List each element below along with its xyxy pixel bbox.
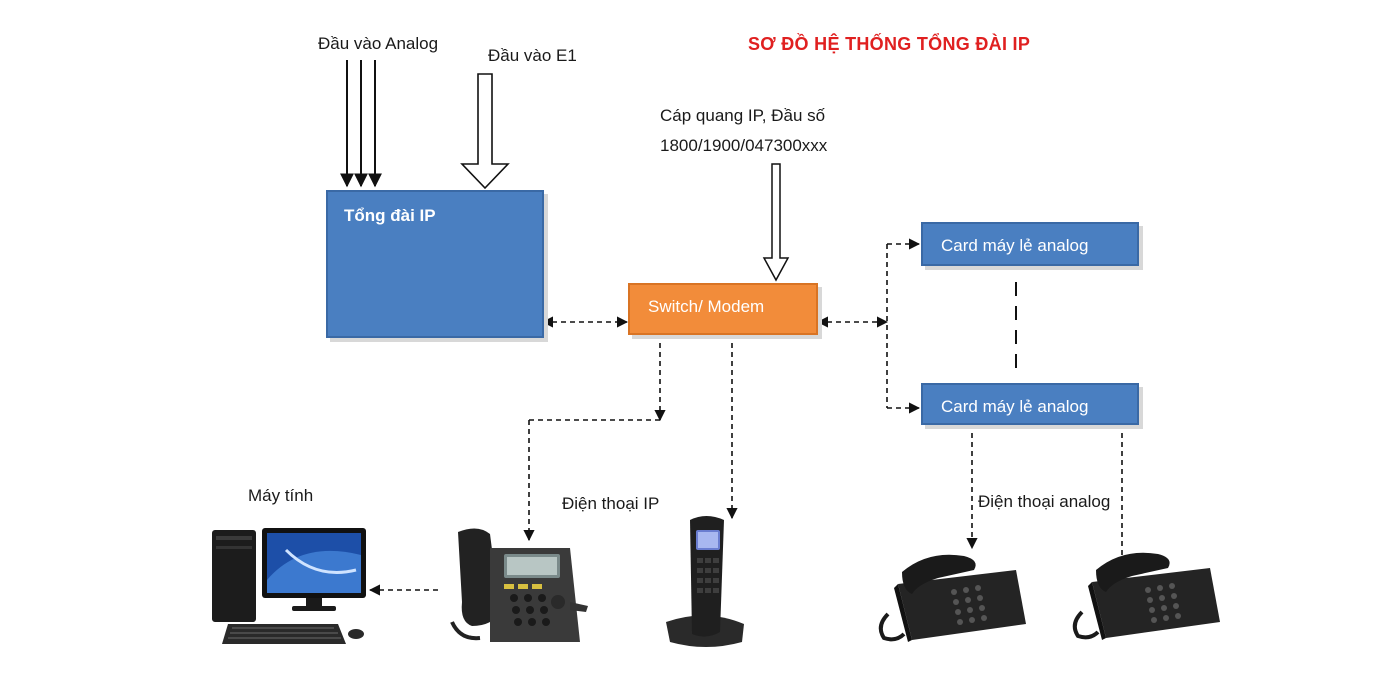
analog-card-bottom-label: Card máy lẻ analog	[941, 397, 1089, 416]
switch-modem-box: Switch/ Modem	[628, 283, 818, 335]
ip-pbx-label: Tổng đài IP	[344, 206, 436, 225]
diagram-title: SƠ ĐỒ HỆ THỐNG TỔNG ĐÀI IP	[748, 34, 1031, 54]
cordless-phone-icon	[666, 516, 744, 647]
fiber-input-label-line2: 1800/1900/047300xxx	[660, 136, 828, 155]
desktop-computer-icon	[212, 528, 366, 644]
analog-extension-card-top: Card máy lẻ analog	[921, 222, 1139, 266]
analog-phone-label: Điện thoại analog	[978, 492, 1111, 511]
analog-input-label: Đầu vào Analog	[318, 34, 439, 53]
analog-card-top-label: Card máy lẻ analog	[941, 236, 1089, 255]
fiber-input-label-line1: Cáp quang IP, Đầu số	[660, 106, 826, 125]
computer-label: Máy tính	[248, 486, 314, 505]
switch-ipphone-link	[523, 334, 666, 542]
analog-input-arrows	[340, 60, 382, 188]
ip-pbx-box: Tổng đài IP	[326, 190, 544, 338]
fiber-input-arrow	[762, 163, 790, 282]
analog-extension-card-bottom: Card máy lẻ analog	[921, 383, 1139, 425]
ip-desk-phone-icon	[450, 528, 588, 642]
analog-phone-icon	[1072, 552, 1220, 640]
e1-input-label: Đầu vào E1	[488, 46, 577, 65]
e1-input-arrow	[460, 73, 510, 190]
analog-phone-icon	[878, 554, 1026, 642]
ip-phone-label: Điện thoại IP	[562, 494, 660, 513]
switch-modem-label: Switch/ Modem	[648, 297, 765, 316]
